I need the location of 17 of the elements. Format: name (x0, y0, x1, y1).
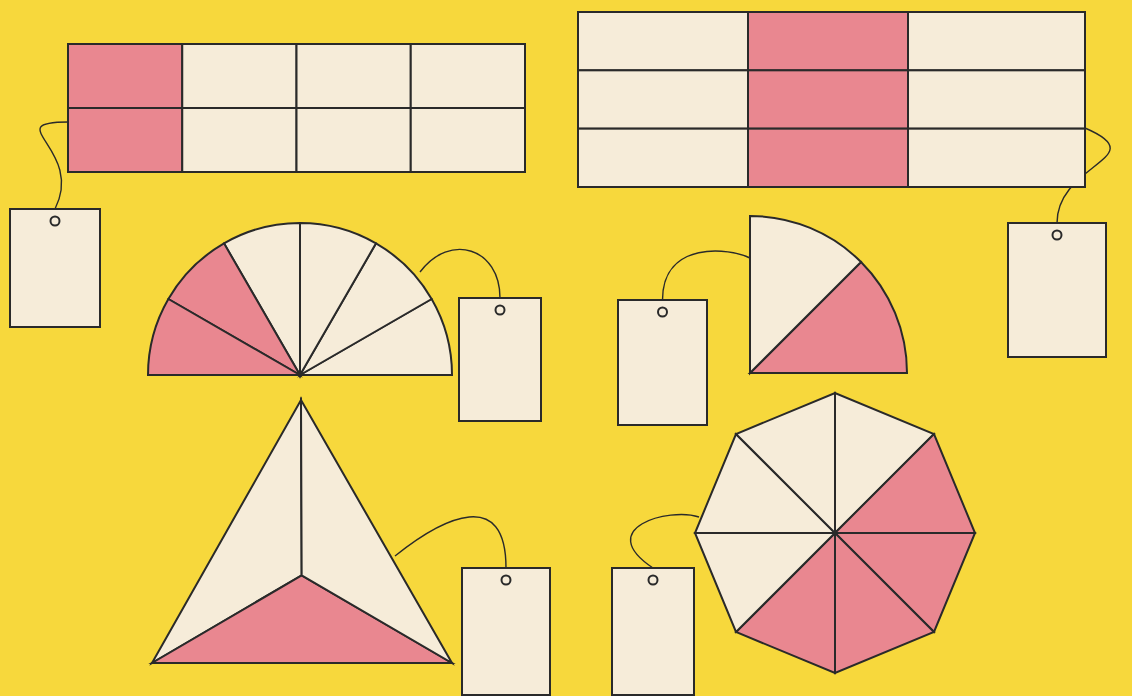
string-loop (419, 248, 501, 299)
string-loop (39, 121, 69, 210)
blank-tag (461, 567, 551, 696)
semicircle-fraction-drawing (147, 222, 453, 376)
blank-tag (458, 297, 542, 422)
string-loop (629, 513, 700, 569)
fraction-grid-drawing (577, 11, 1086, 188)
octagon-fraction-drawing (693, 391, 977, 675)
string-loop (661, 250, 751, 301)
blank-tag (617, 299, 708, 426)
blank-tag (1007, 222, 1107, 358)
triangle-fraction-drawing (148, 396, 456, 666)
string-loop (394, 516, 507, 569)
blank-tag (611, 567, 695, 696)
blank-tag (9, 208, 101, 328)
fraction-grid-drawing (67, 43, 526, 173)
quarter-circle-fraction-drawing (749, 215, 908, 374)
